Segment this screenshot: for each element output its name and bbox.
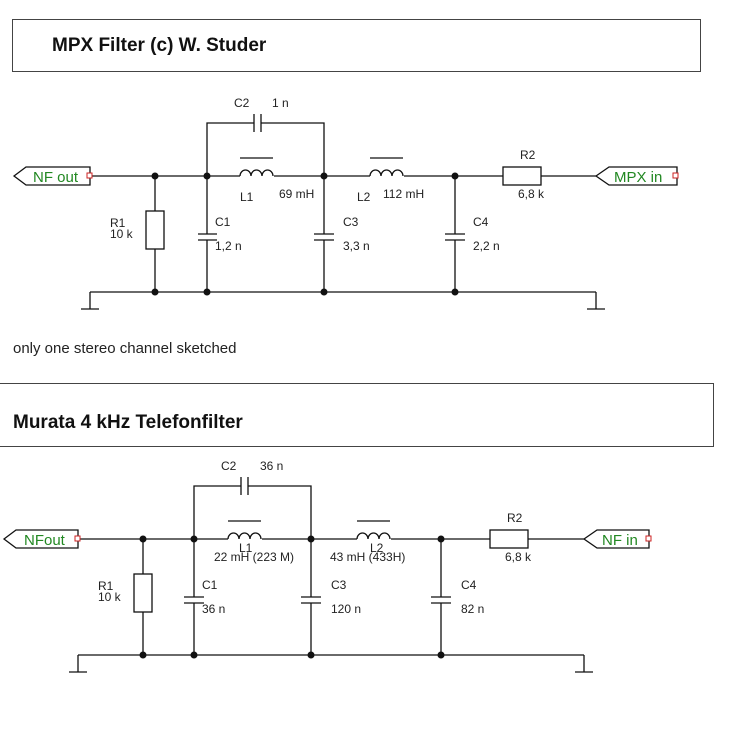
l2-value: 43 mH (433H): [330, 550, 405, 564]
r2-value: 6,8 k: [518, 187, 545, 201]
r1-value: 10 k: [98, 590, 122, 604]
c4-value: 82 n: [461, 602, 484, 616]
junction-dot: [190, 535, 198, 543]
port-pin: [672, 172, 679, 179]
r2-name: R2: [507, 511, 523, 525]
junction-dot: [139, 651, 147, 659]
section2-schematic: NFout NF in C2 36 n L1 22 mH (223 M) L2 …: [2, 459, 652, 673]
r1-name: R1: [98, 579, 114, 593]
l1-value: 22 mH (223 M): [214, 550, 294, 564]
inductor-l2: [356, 532, 391, 540]
r2-value: 6,8 k: [505, 550, 532, 564]
resistor-r2: [489, 529, 529, 549]
c1-name: C1: [215, 215, 231, 229]
resistor-r1: [133, 573, 153, 613]
port-pin: [74, 535, 81, 542]
c2-value: 1 n: [272, 96, 289, 110]
resistor-r2: [502, 166, 542, 186]
c2-value: 36 n: [260, 459, 283, 473]
section1-schematic: NF out MPX in C2 1 n L1 69 mH L2 112 mH …: [12, 96, 679, 310]
c4-value: 2,2 n: [473, 239, 500, 253]
c2-name: C2: [221, 459, 237, 473]
input-port-label: MPX in: [614, 169, 662, 186]
section2-title: Murata 4 kHz Telefonfilter: [13, 412, 243, 433]
resistor-r1: [145, 210, 165, 250]
junction-dot: [139, 535, 147, 543]
junction-dot: [203, 288, 211, 296]
junction-dot: [451, 172, 459, 180]
junction-dot: [307, 651, 315, 659]
c1-value: 36 n: [202, 602, 225, 616]
r1-name: R1: [110, 216, 126, 230]
l1-name: L1: [240, 190, 254, 204]
l1-name: L1: [239, 541, 253, 555]
input-port-label: NF in: [602, 532, 638, 549]
inductor-l2: [369, 169, 404, 177]
l1-value: 69 mH: [279, 187, 314, 201]
wire: [206, 122, 254, 176]
port-pin: [86, 172, 93, 179]
l2-value: 112 mH: [383, 187, 424, 201]
l2-name: L2: [370, 541, 384, 555]
output-port-label: NFout: [24, 532, 66, 549]
junction-dot: [307, 535, 315, 543]
junction-dot: [203, 172, 211, 180]
wire: [261, 122, 325, 176]
l2-name: L2: [357, 190, 371, 204]
c1-value: 1,2 n: [215, 239, 242, 253]
inductor-l1: [227, 532, 262, 540]
junction-dot: [437, 535, 445, 543]
r1-value: 10 k: [110, 227, 134, 241]
port-pin: [645, 535, 652, 542]
junction-dot: [451, 288, 459, 296]
section2-title-box: [0, 383, 714, 447]
c3-value: 120 n: [331, 602, 361, 616]
c4-name: C4: [473, 215, 489, 229]
c3-name: C3: [331, 578, 347, 592]
output-port-label: NF out: [33, 169, 79, 186]
c2-name: C2: [234, 96, 250, 110]
junction-dot: [151, 288, 159, 296]
junction-dot: [320, 288, 328, 296]
junction-dot: [190, 651, 198, 659]
c4-name: C4: [461, 578, 477, 592]
r2-name: R2: [520, 148, 536, 162]
c3-value: 3,3 n: [343, 239, 370, 253]
c3-name: C3: [343, 215, 359, 229]
junction-dot: [151, 172, 159, 180]
section1-title-box: [12, 19, 701, 72]
junction-dot: [320, 172, 328, 180]
junction-dot: [437, 651, 445, 659]
wire: [248, 485, 312, 539]
inductor-l1: [239, 169, 274, 177]
wire: [193, 485, 241, 539]
section1-title: MPX Filter (c) W. Studer: [52, 35, 267, 56]
section1-note: only one stereo channel sketched: [13, 340, 237, 357]
c1-name: C1: [202, 578, 218, 592]
